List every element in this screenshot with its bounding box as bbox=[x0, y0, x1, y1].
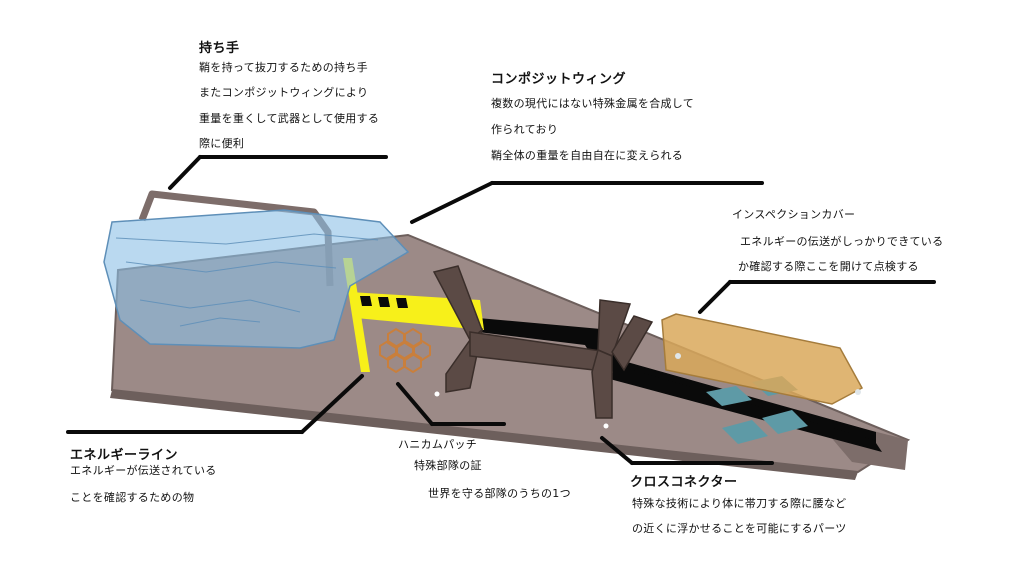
annotation-line: エネルギーが伝送されている bbox=[70, 464, 217, 477]
annotation-line: エネルギーの伝送がしっかりできている bbox=[740, 235, 944, 248]
honeycomb-patch-part bbox=[379, 327, 431, 374]
inspection-cover-part bbox=[661, 313, 864, 405]
annotation-line: 鞘全体の重量を自由自在に変えられる bbox=[491, 149, 684, 162]
stripe-1 bbox=[706, 386, 752, 406]
leader-cross-connector bbox=[600, 436, 634, 465]
annotation-line: 複数の現代にはない特殊金属を合成して bbox=[491, 97, 695, 110]
leader-handle bbox=[168, 155, 202, 190]
composite-wing-part bbox=[103, 209, 410, 349]
annotation-title: コンポジットウィング bbox=[491, 72, 627, 87]
annotation-line: 鞘を持って抜刀するための持ち手 bbox=[199, 61, 368, 74]
stripe-4 bbox=[762, 410, 808, 434]
leader-inspection-cover bbox=[698, 280, 732, 314]
annotation-title: 持ち手 bbox=[199, 41, 240, 56]
annotation-line: 重量を重くして武器として使用する bbox=[199, 112, 380, 125]
cross-connector-part bbox=[432, 265, 654, 429]
annotation-line: の近くに浮かせることを可能にするパーツ bbox=[632, 522, 847, 535]
leader-composite-wing bbox=[410, 181, 494, 224]
leader-lines bbox=[66, 155, 936, 465]
annotation-line: 特殊な技術により体に帯刀する際に腰など bbox=[632, 497, 847, 510]
annotation-line: 際に便利 bbox=[199, 137, 245, 150]
annotation-line: か確認する際ここを開けて点検する bbox=[738, 260, 919, 273]
energy-band-dashes bbox=[360, 296, 408, 308]
slot-lines bbox=[478, 318, 882, 452]
scabbard-lower-face bbox=[110, 390, 858, 480]
annotation-line: 作られており bbox=[491, 123, 559, 136]
annotation-line: ことを確認するための物 bbox=[70, 491, 195, 504]
annotation-title: ハニカムパッチ bbox=[398, 438, 478, 451]
wing-shell bbox=[103, 209, 410, 349]
stripe-3 bbox=[722, 420, 768, 444]
annotation-title: エネルギーライン bbox=[70, 448, 179, 463]
annotation-title: クロスコネクター bbox=[630, 475, 738, 490]
slot-lower bbox=[606, 364, 882, 452]
annotation-line: 特殊部隊の証 bbox=[414, 459, 482, 472]
leader-energy-line bbox=[300, 374, 364, 434]
annotation-title: インスペクションカバー bbox=[732, 208, 856, 221]
cover-plate bbox=[661, 313, 864, 405]
annotation-line: 世界を守る部隊のうちの1つ bbox=[428, 487, 571, 500]
annotation-line: またコンポジットウィングにより bbox=[199, 86, 369, 99]
leader-honeycomb-patch bbox=[396, 382, 434, 426]
